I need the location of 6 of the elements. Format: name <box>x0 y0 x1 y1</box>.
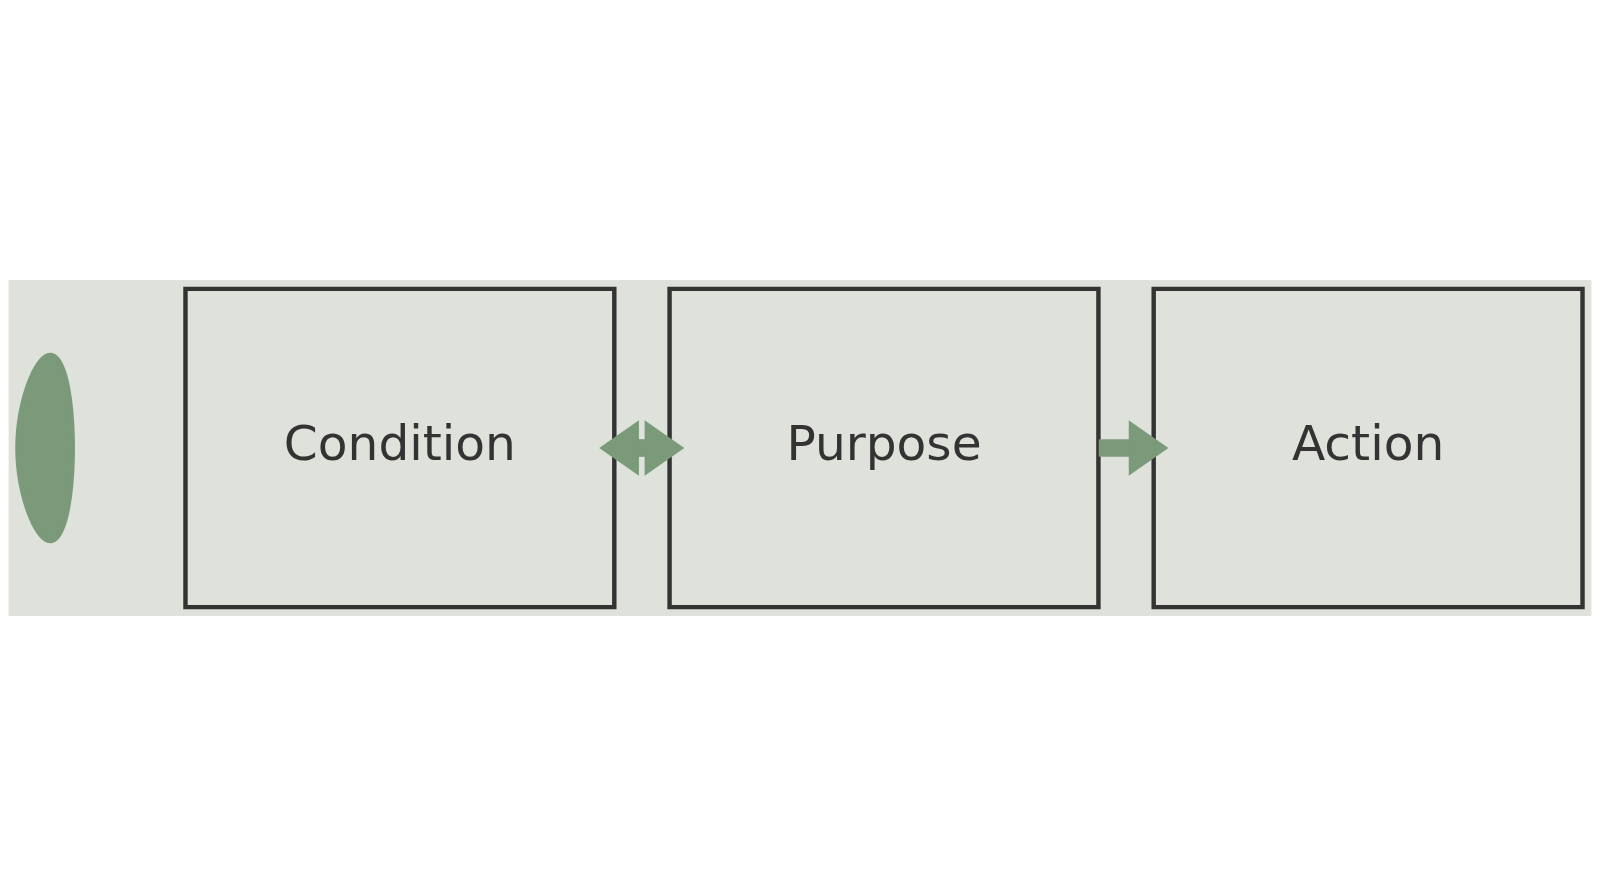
node-box: Condition <box>183 286 617 610</box>
arrow <box>1098 420 1169 476</box>
node-person <box>15 352 75 544</box>
arrow <box>599 420 685 476</box>
node-box: Action <box>1151 286 1585 610</box>
node-box: Purpose <box>667 286 1101 610</box>
